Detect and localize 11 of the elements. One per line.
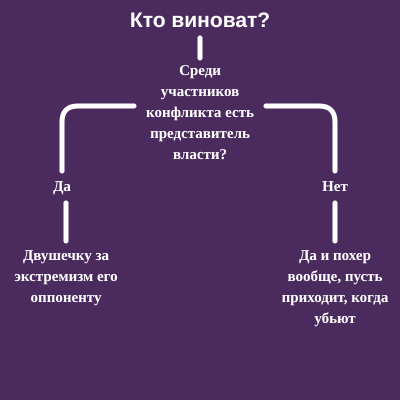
connector-line <box>60 104 136 174</box>
heading: Кто виноват? <box>100 8 300 34</box>
connector-line <box>198 36 202 60</box>
answer-label: Нет <box>310 177 360 198</box>
connector-line <box>332 200 338 244</box>
connector-line <box>264 104 338 174</box>
answer-label: Да <box>40 177 84 198</box>
outcome-text: Двушечку за экстремизм его оппоненту <box>4 246 128 309</box>
question-text: Среди участников конфликта есть представитель власти? <box>138 61 262 166</box>
outcome-text: Да и похер вообще, пусть приходит, когда убьют <box>276 246 394 330</box>
connector-line <box>64 200 68 244</box>
